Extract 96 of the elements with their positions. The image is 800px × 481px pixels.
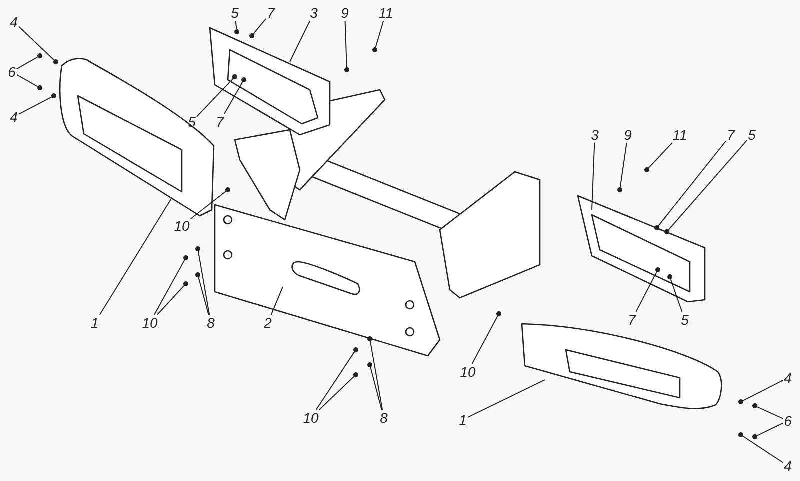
fastener-dot — [344, 68, 350, 72]
leader-line — [467, 380, 546, 418]
callout-number: 5 — [188, 115, 196, 129]
leader-line — [18, 26, 55, 61]
leader-line — [670, 278, 683, 312]
leader-line — [620, 142, 628, 188]
leader-line — [196, 78, 234, 118]
leader-line — [16, 74, 38, 88]
leader-line — [375, 20, 384, 48]
leader-line — [472, 316, 498, 364]
leader-line — [154, 260, 186, 316]
fastener-dot — [668, 274, 672, 280]
fastener-dot — [38, 86, 42, 90]
leader-line — [290, 20, 311, 62]
fastener-dot — [196, 272, 200, 278]
leader-line — [756, 406, 784, 420]
leader-line — [648, 142, 673, 169]
leader-line — [742, 436, 784, 464]
leader-line — [198, 276, 210, 316]
callout-number: 7 — [267, 6, 275, 20]
callout-number: 7 — [727, 128, 735, 142]
leader-line — [370, 340, 384, 410]
fastener-dot — [234, 30, 240, 34]
callout-number: 5 — [681, 313, 689, 327]
callout-number: 10 — [460, 365, 476, 379]
leader-line — [636, 272, 658, 312]
callout-number: 10 — [174, 219, 190, 233]
panel-drawing — [577, 195, 706, 303]
fastener-dot — [738, 432, 744, 438]
callout-number: 8 — [380, 411, 388, 425]
leader-line — [270, 286, 284, 316]
callout-number: 5 — [231, 6, 239, 20]
fastener-dot — [372, 48, 378, 52]
callout-number: 5 — [748, 128, 756, 142]
fastener-dot — [618, 188, 622, 192]
leader-line — [370, 366, 382, 410]
fastener-dot — [368, 336, 372, 342]
leader-line — [318, 376, 355, 410]
fastener-dot — [250, 34, 254, 38]
fastener-dot — [196, 246, 200, 252]
leader-line — [190, 191, 227, 220]
fastener-dot — [752, 404, 758, 408]
fastener-dot — [354, 372, 358, 378]
leader-line — [156, 285, 185, 316]
bumper-end-drawing — [60, 58, 215, 217]
leader-line — [756, 422, 784, 436]
fastener-dot — [38, 54, 42, 58]
callout-number: 11 — [672, 128, 688, 142]
callout-number: 10 — [303, 411, 319, 425]
fastener-dot — [354, 348, 358, 352]
leader-line — [18, 96, 52, 115]
leader-line — [592, 142, 596, 210]
fastener-dot — [496, 312, 502, 316]
fastener-dot — [654, 226, 660, 230]
callout-number: 8 — [207, 316, 215, 330]
fastener-dot — [738, 400, 744, 404]
fastener-dot — [242, 78, 246, 82]
leader-line — [668, 140, 748, 231]
leader-line — [198, 250, 210, 316]
leader-line — [253, 18, 267, 35]
leader-line — [16, 56, 38, 70]
fastener-dot — [752, 434, 758, 440]
fastener-dot — [52, 94, 56, 98]
callout-number: 4 — [784, 459, 792, 473]
callout-number: 7 — [216, 115, 224, 129]
callout-number: 6 — [8, 65, 16, 79]
callout-number: 9 — [341, 6, 349, 20]
callout-number: 2 — [264, 316, 272, 330]
fastener-dot — [184, 256, 188, 260]
callout-number: 10 — [142, 316, 158, 330]
fastener-dot — [664, 230, 670, 234]
callout-number: 1 — [459, 413, 467, 427]
leader-line — [99, 198, 172, 316]
fastener-dot — [232, 74, 238, 80]
callout-number: 1 — [91, 316, 99, 330]
callout-number: 9 — [624, 128, 632, 142]
leader-line — [658, 140, 727, 227]
callout-number: 3 — [591, 128, 599, 142]
leader-line — [224, 82, 244, 114]
fastener-dot — [184, 282, 188, 286]
leader-line — [742, 380, 784, 402]
callout-number: 6 — [784, 414, 792, 428]
callout-number: 4 — [10, 110, 18, 124]
leader-line — [344, 20, 348, 68]
leader-line — [316, 352, 356, 410]
fastener-dot — [54, 60, 58, 64]
callout-number: 4 — [10, 15, 18, 29]
fastener-dot — [644, 168, 650, 172]
callout-number: 7 — [628, 313, 636, 327]
fastener-dot — [226, 188, 230, 192]
fastener-dot — [368, 362, 372, 368]
fastener-dot — [656, 268, 660, 272]
leader-line — [235, 20, 238, 30]
callout-number: 3 — [310, 6, 318, 20]
callout-number: 11 — [378, 6, 394, 20]
callout-number: 4 — [784, 371, 792, 385]
